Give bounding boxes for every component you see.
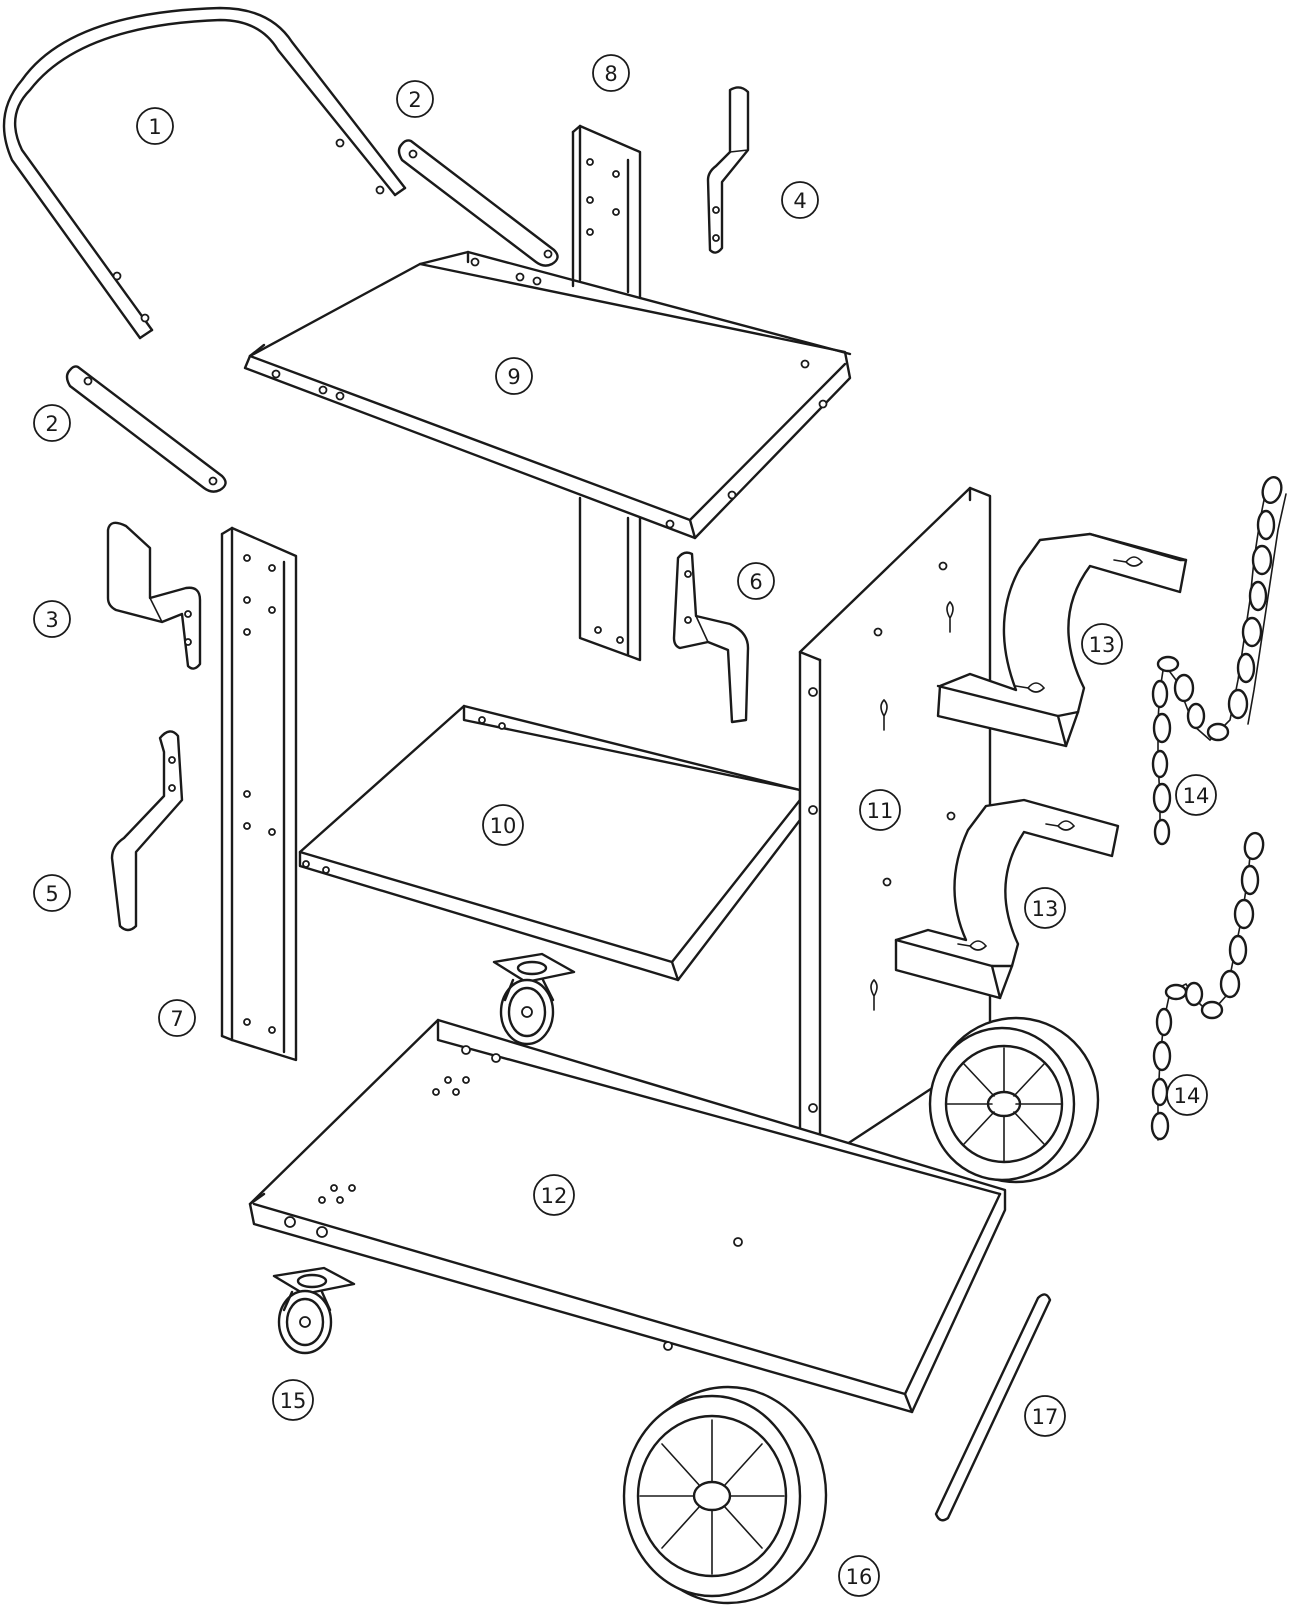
callout-8: 8 bbox=[592, 54, 630, 92]
callout-16: 16 bbox=[838, 1555, 880, 1597]
callout-5: 5 bbox=[33, 874, 71, 912]
callout-1-label: 1 bbox=[148, 115, 161, 139]
callout-14-lower-label: 14 bbox=[1174, 1084, 1201, 1108]
callout-6: 6 bbox=[737, 562, 775, 600]
part-16-wheel-front bbox=[622, 1385, 828, 1605]
part-16-wheel-rear bbox=[928, 1016, 1100, 1184]
callout-13-lower-label: 13 bbox=[1032, 897, 1059, 921]
part-1-handle bbox=[2, 6, 407, 340]
callout-17-label: 17 bbox=[1032, 1405, 1059, 1429]
callout-12: 12 bbox=[533, 1174, 575, 1216]
callout-8-label: 8 bbox=[604, 62, 617, 86]
part-3-bracket bbox=[106, 521, 202, 670]
callout-2-lower: 2 bbox=[33, 404, 71, 442]
callout-3: 3 bbox=[33, 600, 71, 638]
callout-11-label: 11 bbox=[867, 799, 894, 823]
callout-11: 11 bbox=[859, 789, 901, 831]
callout-15: 15 bbox=[272, 1379, 314, 1421]
callout-4-label: 4 bbox=[793, 189, 806, 213]
callout-4: 4 bbox=[781, 181, 819, 219]
part-13-holder-lower bbox=[894, 798, 1120, 1000]
part-10-middle-shelf bbox=[298, 704, 802, 982]
part-8-rear-post bbox=[571, 124, 642, 662]
part-7-front-post bbox=[220, 526, 298, 1062]
callout-15-label: 15 bbox=[280, 1389, 307, 1413]
callout-2-upper: 2 bbox=[396, 80, 434, 118]
callout-2-lower-label: 2 bbox=[45, 412, 58, 436]
part-4-bracket bbox=[706, 86, 750, 254]
callout-1: 1 bbox=[136, 107, 174, 145]
callout-13-lower: 13 bbox=[1024, 887, 1066, 929]
part-5-bracket bbox=[110, 730, 184, 932]
part-14-chain-upper bbox=[1151, 476, 1287, 846]
callout-10-label: 10 bbox=[490, 814, 517, 838]
callout-7: 7 bbox=[158, 999, 196, 1037]
callout-3-label: 3 bbox=[45, 608, 58, 632]
callout-9: 9 bbox=[495, 357, 533, 395]
callout-13-upper: 13 bbox=[1081, 623, 1123, 665]
callout-5-label: 5 bbox=[45, 882, 58, 906]
callout-9-label: 9 bbox=[507, 365, 520, 389]
callout-12-label: 12 bbox=[541, 1184, 568, 1208]
part-14-chain-lower bbox=[1150, 831, 1265, 1141]
callout-14-upper-label: 14 bbox=[1183, 784, 1210, 808]
callout-2-upper-label: 2 bbox=[408, 88, 421, 112]
part-15-caster-rear bbox=[492, 952, 576, 1046]
part-2-brace-lower bbox=[65, 365, 227, 493]
part-2-brace-upper bbox=[397, 139, 559, 267]
part-15-caster-front bbox=[272, 1266, 356, 1355]
callout-14-lower: 14 bbox=[1166, 1074, 1208, 1116]
callout-16-label: 16 bbox=[846, 1565, 873, 1589]
callout-17: 17 bbox=[1024, 1395, 1066, 1437]
callout-13-upper-label: 13 bbox=[1089, 633, 1116, 657]
part-13-holder-upper bbox=[936, 532, 1188, 748]
callout-10: 10 bbox=[482, 804, 524, 846]
part-9-top-shelf bbox=[243, 250, 852, 540]
part-17-axle bbox=[934, 1293, 1052, 1522]
callout-14-upper: 14 bbox=[1175, 774, 1217, 816]
part-6-bracket bbox=[672, 551, 750, 724]
callout-6-label: 6 bbox=[749, 570, 762, 594]
callout-7-label: 7 bbox=[170, 1007, 183, 1031]
